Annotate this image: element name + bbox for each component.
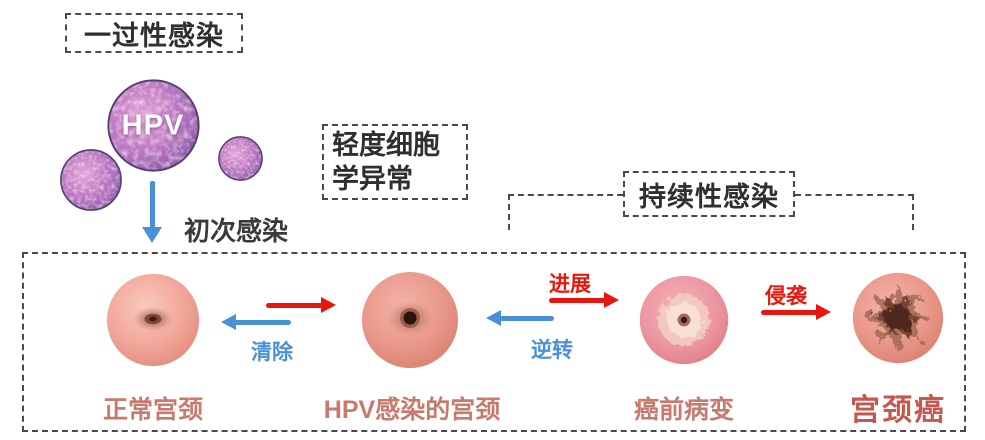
mild-abnormality-label: 轻度细胞 学异常 <box>332 130 440 194</box>
transient-infection-box: 一过性感染 <box>65 13 243 53</box>
cervix-precancer-illustration <box>638 274 730 366</box>
progression-label: 进展 <box>549 273 591 296</box>
stage-label-infected-cervix: HPV感染的宫颈 <box>323 396 501 424</box>
initial-infection-arrow-shaft <box>150 181 155 229</box>
persistent-bracket-right-horizontal <box>795 194 914 196</box>
persistent-bracket-left-horizontal <box>508 194 623 196</box>
cervix-infected-illustration <box>360 270 460 370</box>
progression-arrow-icon <box>549 292 619 309</box>
hpv-virus-small-right-illustration <box>217 135 264 182</box>
stage-label-cervical-cancer: 宫颈癌 <box>850 394 946 427</box>
mild-abnormality-box: 轻度细胞 学异常 <box>322 124 468 200</box>
reversal-arrow-icon <box>486 310 554 327</box>
hpv-virus-small-left-illustration <box>59 148 123 212</box>
hpv-virus-text: HPV <box>121 109 185 142</box>
stage-label-normal-cervix: 正常宫颈 <box>102 396 204 424</box>
clearance-label: 清除 <box>251 341 293 364</box>
reversal-label: 逆转 <box>531 339 573 362</box>
invasion-label: 侵袭 <box>765 285 807 308</box>
cervix-normal-illustration <box>105 272 201 368</box>
persistent-infection-box: 持续性感染 <box>623 171 795 217</box>
invasion-arrow-icon <box>761 304 831 321</box>
clearance-arrow-icon <box>221 314 291 331</box>
initial-infection-label: 初次感染 <box>184 216 289 246</box>
persistent-bracket-left-vertical <box>508 194 510 230</box>
stage-label-precancer: 癌前病变 <box>633 396 735 424</box>
cervix-cancer-illustration <box>851 271 945 365</box>
hpv-virus-large-illustration <box>106 78 201 173</box>
persistent-bracket-right-vertical <box>912 194 914 230</box>
persistent-infection-label: 持续性感染 <box>639 181 779 212</box>
transient-infection-label: 一过性感染 <box>84 20 224 51</box>
initial-infection-arrow-head <box>142 227 162 243</box>
infection-forward-arrow-icon <box>266 297 336 314</box>
